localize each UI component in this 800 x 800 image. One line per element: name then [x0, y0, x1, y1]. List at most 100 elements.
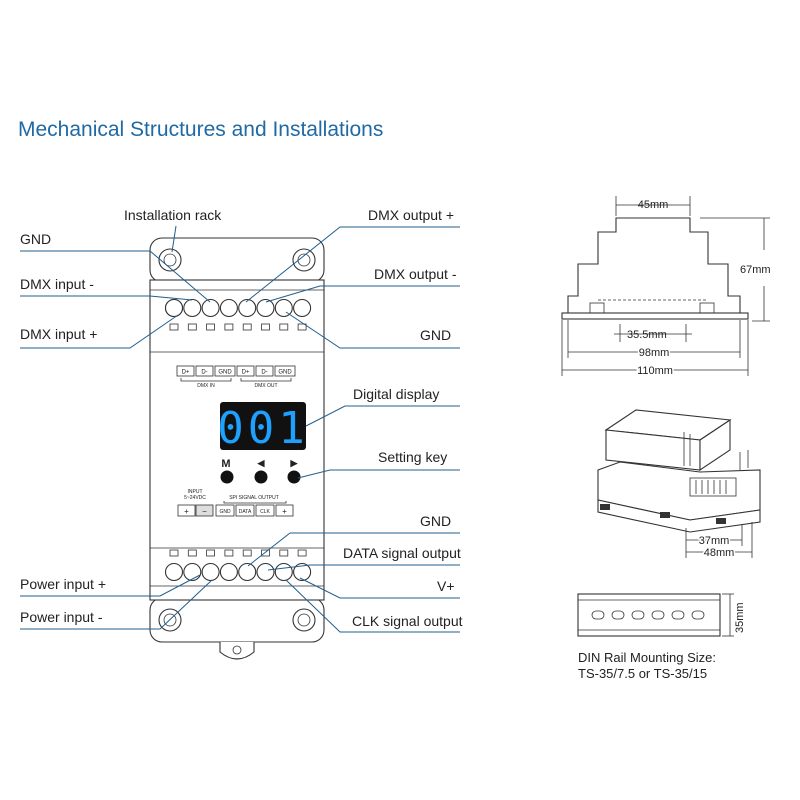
terminal-screw — [238, 562, 257, 582]
terminal-screw — [256, 298, 275, 318]
terminal-slot — [187, 323, 197, 331]
dim-48mm: 48mm — [704, 547, 735, 559]
terminal-slot — [279, 549, 289, 557]
page-title: Mechanical Structures and Installations — [18, 118, 383, 141]
bottom-clip — [219, 642, 255, 660]
m-key-label: M — [221, 458, 230, 470]
rail-slot — [671, 610, 685, 620]
spi-output-label: SPI SIGNAL OUTPUT — [229, 495, 279, 501]
spi-data-label: DATA — [239, 509, 252, 515]
din-rail-caption-2: TS-35/7.5 or TS-35/15 — [578, 666, 707, 681]
callout-dmx-output-minus: DMX output - — [374, 266, 457, 282]
rail-slot — [591, 610, 605, 620]
input-label: INPUT — [188, 489, 203, 495]
terminal-slot — [224, 323, 234, 331]
terminal-slot — [297, 549, 307, 557]
left-key-button[interactable] — [254, 470, 268, 484]
callout-installation-rack: Installation rack — [124, 207, 222, 223]
dmx-terminal-labels: D+ D- GND D+ D- GND DMX IN DMX OUT — [176, 365, 296, 389]
dim-110mm: 110mm — [637, 365, 673, 377]
din-rail-caption-1: DIN Rail Mounting Size: — [578, 650, 716, 665]
dim-67mm: 67mm — [740, 264, 771, 276]
terminal-slot — [224, 549, 234, 557]
callout-data-signal-output: DATA signal output — [343, 545, 461, 561]
left-key-label: ◀ — [257, 458, 266, 468]
m-key-button[interactable] — [220, 470, 234, 484]
power-plus-label: + — [184, 507, 189, 516]
top-left-screw-hole — [158, 248, 182, 272]
rail-slot — [631, 610, 645, 620]
dmx-in-label: DMX IN — [197, 383, 215, 389]
callout-dmx-input-plus: DMX input + — [20, 326, 97, 342]
terminal-slot — [206, 323, 216, 331]
terminal-slot — [206, 549, 216, 557]
terminal-slot — [297, 323, 307, 331]
terminal-screw — [201, 562, 220, 582]
dmx-out-label: DMX OUT — [254, 383, 277, 389]
digital-display — [220, 402, 306, 450]
dim-98mm: 98mm — [639, 347, 670, 359]
terminal-screw — [183, 298, 202, 318]
callout-digital-display: Digital display — [353, 386, 439, 402]
terminal-screw — [164, 562, 184, 582]
spi-clk-label: CLK — [260, 509, 270, 515]
bottom-terminal-screws — [164, 562, 312, 582]
terminal-screw — [219, 298, 238, 318]
din-rail-slots — [591, 610, 705, 620]
top-terminal-slots — [169, 323, 307, 331]
terminal-screw — [256, 562, 275, 582]
din-rail-drawing: 35mm DIN Rail Mounting Size: TS-35/7.5 o… — [577, 593, 746, 681]
terminal-slot — [169, 323, 179, 331]
terminal-screw — [183, 562, 202, 582]
callout-setting-key: Setting key — [378, 449, 447, 465]
callouts: Installation rack GND DMX input - DMX in… — [20, 207, 463, 633]
terminal-slot — [261, 323, 270, 331]
rail-slot — [651, 610, 665, 620]
terminal-screw — [293, 298, 312, 318]
callout-dmx-output-plus: DMX output + — [368, 207, 454, 223]
spi-gnd-label: GND — [219, 509, 231, 515]
terminal-screw — [274, 562, 293, 582]
dmx-in-d-minus-label: D- — [201, 370, 207, 376]
side-view-drawing: 45mm 67mm 35.5mm 98mm 110mm — [561, 196, 771, 379]
top-right-screw-hole — [292, 248, 316, 272]
callout-gnd-top-right: GND — [420, 327, 451, 343]
terminal-screw — [164, 298, 184, 318]
callout-clk-signal-output: CLK signal output — [352, 613, 463, 629]
dmx-out-d-minus-label: D- — [261, 370, 267, 376]
isometric-view-drawing: 37mm 48mm — [597, 409, 761, 561]
dim-35mm: 35mm — [734, 602, 746, 633]
right-key-label: ▶ — [290, 458, 299, 468]
terminal-slot — [261, 549, 270, 557]
dim-37mm: 37mm — [699, 535, 730, 547]
dmx-out-gnd-label: GND — [278, 370, 292, 376]
terminal-screw — [201, 298, 220, 318]
right-key-button[interactable] — [287, 470, 301, 484]
callout-power-input-plus: Power input + — [20, 576, 106, 592]
terminal-slot — [242, 323, 252, 331]
terminal-screw — [219, 562, 238, 582]
top-terminal-screws — [164, 298, 312, 318]
rail-slot — [611, 610, 625, 620]
terminal-screw — [293, 562, 312, 582]
power-minus-label: − — [202, 507, 207, 516]
terminal-slot — [279, 323, 289, 331]
bottom-terminal-slots — [169, 549, 307, 557]
dmx-in-d-plus-label: D+ — [182, 370, 190, 376]
spi-plus-label: + — [282, 507, 287, 516]
input-voltage-label: 5~24VDC — [184, 495, 206, 501]
device-front-view: D+ D- GND D+ D- GND DMX IN DMX OUT 001 M… — [149, 237, 325, 660]
dim-35-5mm: 35.5mm — [627, 329, 667, 341]
callout-gnd-top-left: GND — [20, 231, 51, 247]
callout-dmx-input-minus: DMX input - — [20, 276, 94, 292]
terminal-screw — [274, 298, 293, 318]
dmx-out-d-plus-label: D+ — [242, 370, 250, 376]
dmx-in-gnd-label: GND — [218, 370, 232, 376]
display-readout: 001 — [217, 403, 308, 454]
dim-45mm: 45mm — [638, 199, 669, 211]
bottom-right-screw-hole — [292, 608, 316, 632]
terminal-slot — [169, 549, 179, 557]
terminal-slot — [242, 549, 252, 557]
callout-v-plus: V+ — [437, 578, 455, 594]
